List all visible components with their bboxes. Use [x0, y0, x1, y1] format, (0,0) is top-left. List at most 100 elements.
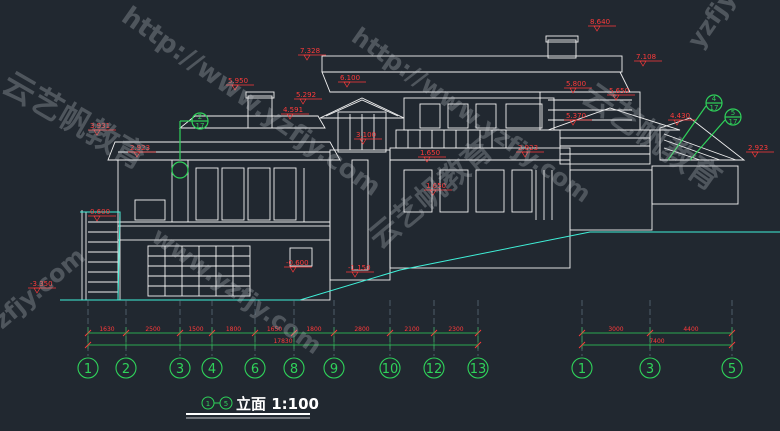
axis-bubble — [77, 357, 99, 379]
axis-bubble — [639, 357, 661, 379]
axis-label: 5 — [728, 362, 736, 377]
elevation-mark: 2.923 — [128, 144, 156, 158]
axis-bubble — [571, 357, 593, 379]
watermark: http://www.yzfjy.com — [116, 1, 386, 203]
elevation-label: 6.100 — [340, 74, 360, 82]
elevation-mark: 7.328 — [298, 47, 326, 61]
elevation-label: 5.292 — [296, 91, 316, 99]
dim-tick — [474, 341, 482, 349]
elevation-mark: 1.650 — [424, 182, 452, 196]
callout-top: 5 — [731, 109, 735, 117]
drawing-title-text: 立面 1:100 — [236, 395, 319, 413]
elevation-label: 2.923 — [130, 144, 150, 152]
elevation-label: 0.600 — [90, 208, 110, 216]
elevation-label: 4.591 — [283, 106, 303, 114]
elevation-mark: 7.108 — [634, 53, 662, 67]
elevation-mark: 1.650 — [418, 149, 446, 163]
elevation-mark: 4.430 — [668, 112, 696, 126]
elevation-label: 2.923 — [518, 144, 538, 152]
elevation-mark: 5.370 — [564, 112, 592, 126]
dim-tick — [578, 341, 586, 349]
dim-total-label: 17830 — [273, 338, 292, 345]
axis-label: 9 — [330, 362, 338, 377]
axis-bubble — [283, 357, 305, 379]
dim-segment-label: 2500 — [145, 326, 160, 333]
watermark: 云艺帆教育 — [0, 64, 154, 177]
dim-segment-label: 2100 — [404, 326, 419, 333]
drawing-title: 1 5 立面 1:100 — [186, 395, 319, 419]
elevation-label: 5.800 — [566, 80, 586, 88]
watermark: yzfjy.com — [0, 242, 91, 345]
elevation-label: 1.650 — [420, 149, 440, 157]
axis-label: 10 — [382, 362, 399, 377]
axis-bubble — [115, 357, 137, 379]
elevation-mark: -3.350 — [28, 280, 56, 294]
elevation-label: 8.640 — [590, 18, 610, 26]
dim-segment-label: 4400 — [683, 326, 698, 333]
axis-label: 8 — [290, 362, 298, 377]
watermark: www.yzfjy.com — [147, 222, 327, 360]
title-axis-end: 5 — [224, 400, 228, 408]
callout-bottom: 17 — [710, 104, 719, 112]
dim-tick — [728, 341, 736, 349]
elevation-mark: 3.100 — [354, 131, 382, 145]
dim-segment-label: 1800 — [306, 326, 321, 333]
building-outline — [81, 35, 746, 301]
axis-label: 13 — [470, 362, 487, 377]
axis-bubble — [379, 357, 401, 379]
elevation-mark: 4.591 — [281, 106, 309, 120]
axis-bubble — [467, 357, 489, 379]
detail-callouts: 2 17 4 17 5 17 — [171, 94, 742, 179]
dim-tick — [84, 341, 92, 349]
axis-label: 3 — [176, 362, 184, 377]
elevation-mark: 5.292 — [294, 91, 322, 105]
axis-bubble — [244, 357, 266, 379]
axis-label: 6 — [251, 362, 259, 377]
dim-segment-label: 2300 — [448, 326, 463, 333]
elevation-mark: 5.650 — [607, 87, 635, 101]
elevation-label: 5.650 — [609, 87, 629, 95]
elevation-label: 3.100 — [356, 131, 376, 139]
callout-bottom: 17 — [196, 122, 205, 130]
elevation-label: 4.430 — [670, 112, 690, 120]
elevation-mark: 5.950 — [226, 77, 254, 91]
dim-segment-label: 1500 — [188, 326, 203, 333]
callout-top: 2 — [198, 113, 202, 121]
watermark: yzfjy — [682, 0, 742, 53]
elevation-label: 7.108 — [636, 53, 656, 61]
elevation-mark: 0.600 — [88, 208, 116, 222]
elevation-mark: 3.931 — [88, 122, 116, 136]
axis-label: 3 — [646, 362, 654, 377]
elevation-label: 3.931 — [90, 122, 110, 130]
axis-label: 4 — [208, 362, 216, 377]
title-axis-start: 1 — [206, 400, 210, 408]
elevation-label: 5.370 — [566, 112, 586, 120]
dim-total-label: 7400 — [649, 338, 664, 345]
dim-segment-label: 3000 — [608, 326, 623, 333]
dim-segment-label: 1650 — [267, 326, 282, 333]
watermarks: http://www.yzfjy.com http://www.yzfjy.co… — [0, 0, 742, 360]
dimension-chains: 1630 2500 1500 1800 1650 1800 2800 2100 2300 1783… — [84, 326, 736, 349]
elevation-label: 5.950 — [228, 77, 248, 85]
axis-label: 1 — [578, 362, 586, 377]
axis-bubble — [721, 357, 743, 379]
ground-line — [60, 231, 780, 301]
elevation-mark: -0.600 — [284, 259, 312, 273]
dim-segment-label: 1800 — [226, 326, 241, 333]
elevation-label: -0.600 — [286, 259, 309, 267]
axis-label: 2 — [122, 362, 130, 377]
elevation-mark: 2.923 — [746, 144, 774, 158]
axis-bubble — [323, 357, 345, 379]
elevation-label: -3.350 — [30, 280, 53, 288]
dim-segment-label: 2800 — [354, 326, 369, 333]
elevation-label: -1.150 — [348, 264, 371, 272]
elevation-mark: 5.800 — [564, 80, 592, 94]
elevation-mark: 8.640 — [588, 18, 616, 32]
dim-segment-label: 1630 — [99, 326, 114, 333]
axis-label: 1 — [84, 362, 92, 377]
elevation-mark: 6.100 — [338, 74, 366, 88]
callout-top: 4 — [712, 95, 717, 103]
elevation-label: 2.923 — [748, 144, 768, 152]
